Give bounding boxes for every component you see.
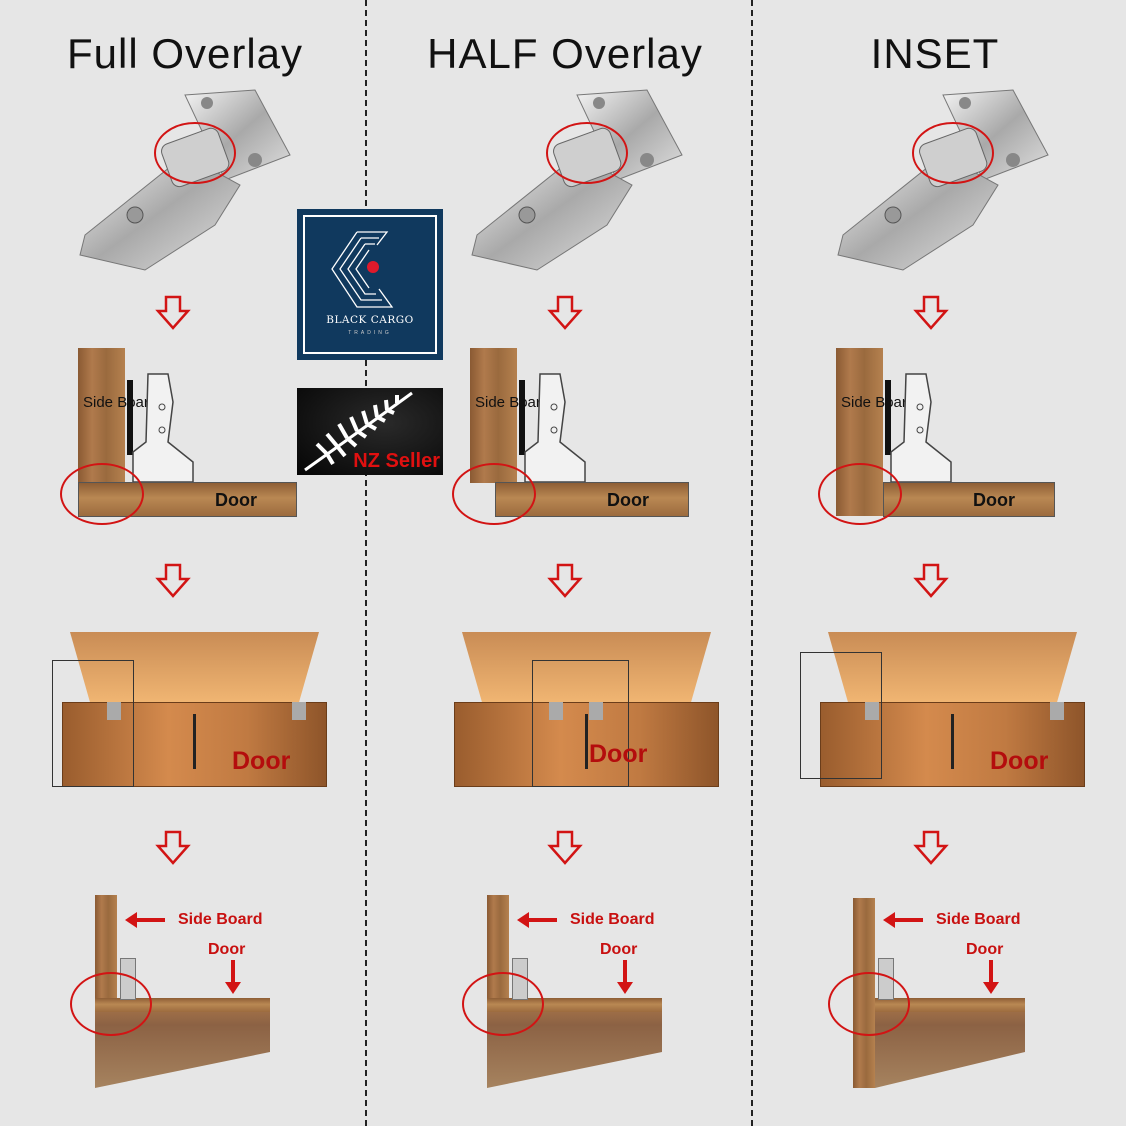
corner-highlight-circle — [462, 972, 544, 1036]
cabinet-illustration: Door — [800, 632, 1085, 787]
hinge-side-view — [132, 373, 194, 483]
mounting-plate — [127, 380, 133, 455]
hinge-photo — [837, 89, 1049, 271]
door-panel — [883, 482, 1055, 517]
side-board — [78, 348, 125, 483]
down-arrow-icon — [913, 295, 949, 330]
column-half: HALF Overlay Side Board Door — [380, 0, 750, 1126]
down-arrow-icon — [155, 295, 191, 330]
black-cargo-logo: BLACK CARGO TRADING — [297, 209, 443, 360]
logo-chevron-icon — [331, 231, 394, 308]
down-pointer-icon — [225, 960, 241, 994]
hinge-photo — [471, 89, 683, 271]
column-divider — [365, 0, 367, 1126]
column-title: Full Overlay — [66, 30, 304, 77]
down-arrow-icon — [155, 830, 191, 865]
down-arrow-icon — [913, 563, 949, 598]
down-arrow-icon — [547, 563, 583, 598]
door-edge — [875, 998, 1025, 1012]
side-board — [470, 348, 517, 483]
left-arrow-icon — [883, 912, 923, 928]
column-title: INSET — [870, 30, 1000, 77]
hinge-side-view — [524, 373, 586, 483]
cabinet-illustration: Door — [52, 632, 327, 787]
silver-fern-icon — [304, 391, 413, 472]
nz-seller-badge: NZ Seller — [297, 388, 443, 475]
left-arrow-icon — [125, 912, 165, 928]
down-arrow-icon — [547, 295, 583, 330]
down-arrow-icon — [155, 563, 191, 598]
corner-highlight-circle — [70, 972, 152, 1036]
down-pointer-icon — [617, 960, 633, 994]
column-inset: INSET Side Board Door — [750, 0, 1120, 1126]
left-arrow-icon — [517, 912, 557, 928]
column-divider — [751, 0, 753, 1126]
highlight-circle — [452, 463, 536, 525]
column-full: Full Overlay Side Board Door — [0, 0, 370, 1126]
down-arrow-icon — [547, 830, 583, 865]
down-pointer-icon — [983, 960, 999, 994]
hinge-photo — [79, 89, 291, 271]
mounting-plate — [885, 380, 891, 455]
highlight-circle — [818, 463, 902, 525]
mounting-plate — [519, 380, 525, 455]
corner-highlight-circle — [828, 972, 910, 1036]
column-title: HALF Overlay — [427, 30, 703, 77]
highlight-circle — [60, 463, 144, 525]
down-arrow-icon — [913, 830, 949, 865]
hinge-side-view — [890, 373, 952, 483]
cabinet-illustration: Door — [454, 632, 719, 787]
